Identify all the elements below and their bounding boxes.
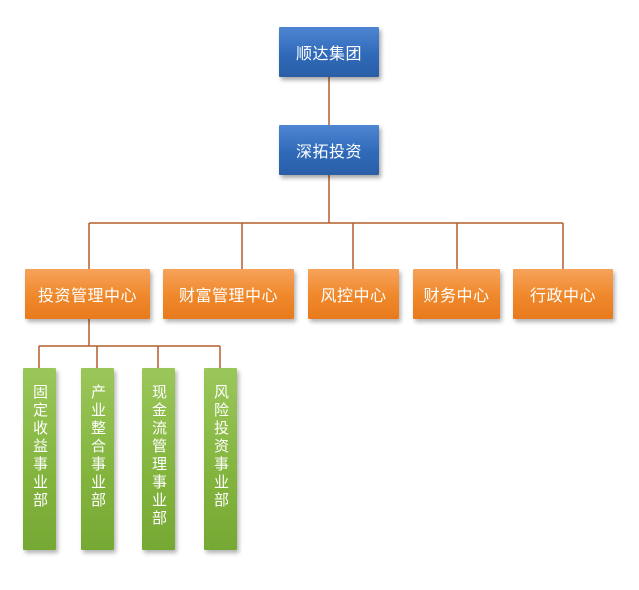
division-node-label: 产业整合事业部 [89, 384, 107, 510]
center-node-label: 行政中心 [529, 286, 596, 305]
center-node: 财富管理中心 [163, 269, 294, 319]
center-node: 投资管理中心 [25, 269, 150, 319]
division-node: 现金流管理事业部 [142, 368, 175, 550]
division-node-label: 固定收益事业部 [31, 384, 49, 510]
root-node-label: 顺达集团 [295, 44, 362, 63]
division-node: 风险投资事业部 [204, 368, 237, 550]
center-node: 风控中心 [308, 269, 399, 319]
center-node: 行政中心 [513, 269, 613, 319]
level1-node-label: 深拓投资 [295, 142, 362, 161]
division-node: 产业整合事业部 [81, 368, 114, 550]
division-node-label: 现金流管理事业部 [150, 384, 168, 528]
root-node: 顺达集团 [279, 27, 379, 77]
division-node: 固定收益事业部 [23, 368, 56, 550]
division-node-label: 风险投资事业部 [212, 384, 230, 510]
center-node-label: 财富管理中心 [178, 286, 278, 305]
center-node-label: 风控中心 [320, 286, 387, 305]
center-node-label: 财务中心 [423, 286, 490, 305]
center-node-label: 投资管理中心 [37, 286, 137, 305]
level1-node: 深拓投资 [279, 125, 379, 175]
center-node: 财务中心 [413, 269, 500, 319]
